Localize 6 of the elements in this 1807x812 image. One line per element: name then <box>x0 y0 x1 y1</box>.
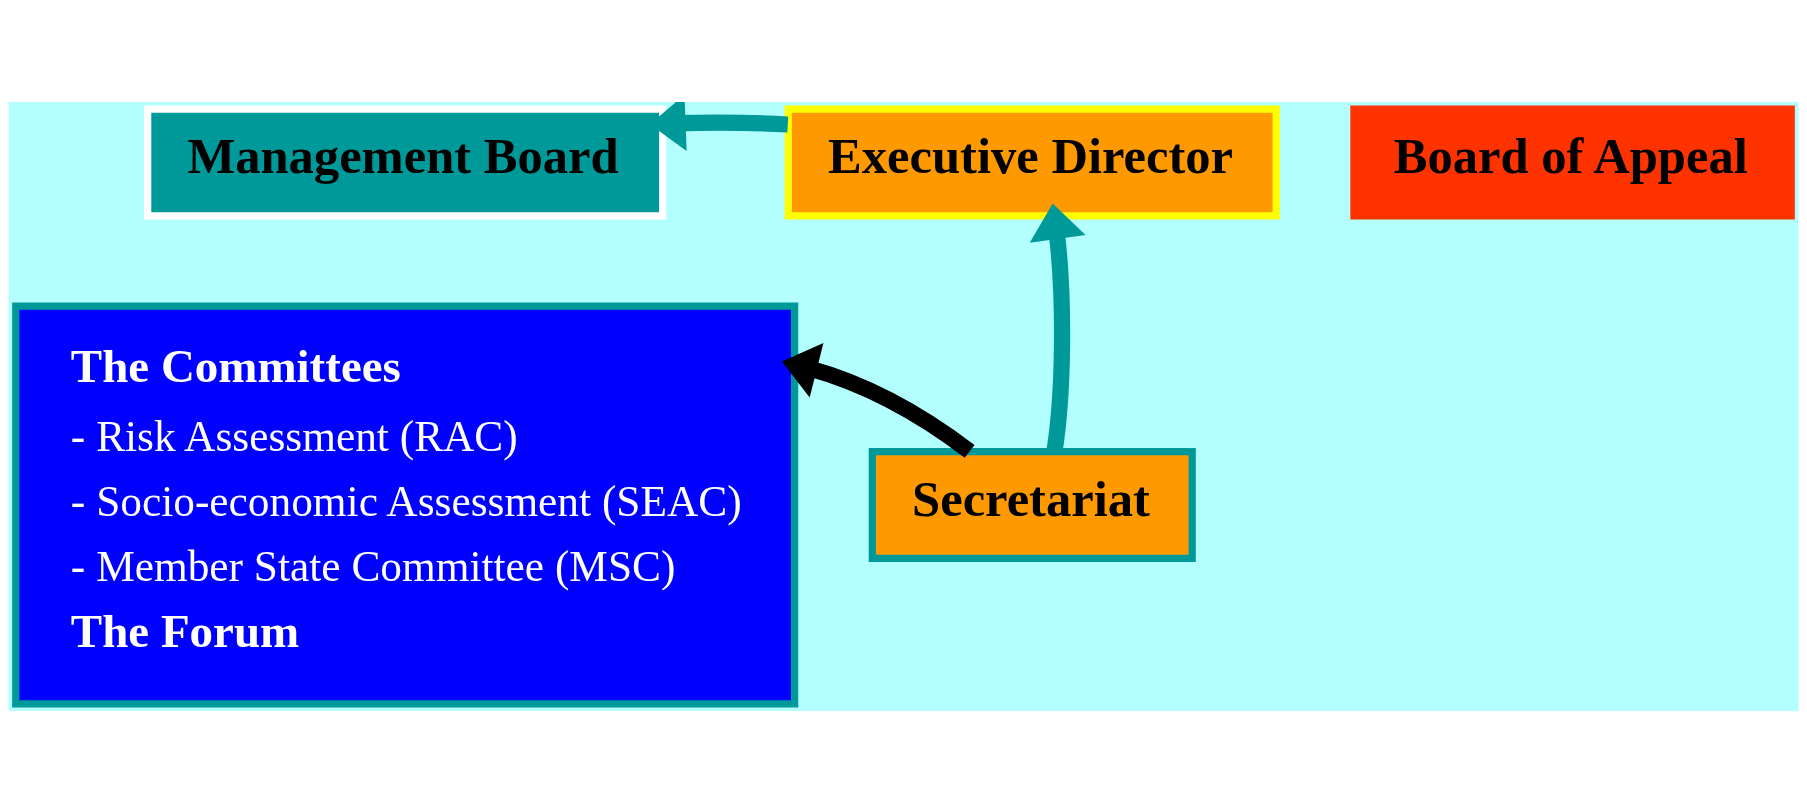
node-box: Secretariat <box>868 447 1196 562</box>
node-box: Management Board <box>144 105 667 219</box>
node-box: The Committees - Risk Assessment (RAC) - Socio-economic Assessment (SEAC) - Member State Committee (MSC) The Forum <box>12 302 799 707</box>
node-box: Executive Director <box>784 105 1280 219</box>
arrow <box>781 342 975 458</box>
node-box: Board of Appeal <box>1350 105 1795 219</box>
